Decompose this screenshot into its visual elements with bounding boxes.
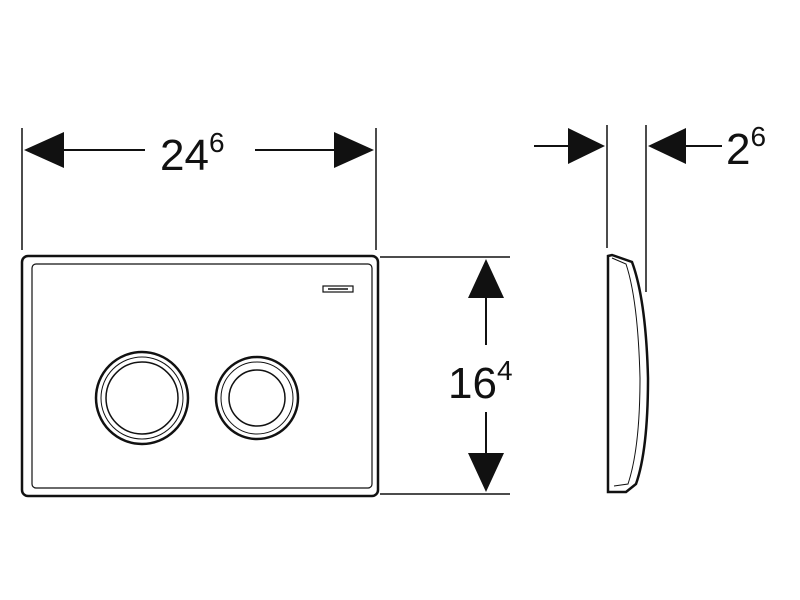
depth-dimension: 26 (534, 121, 766, 292)
depth-arrow-right (648, 128, 686, 164)
depth-value: 2 (726, 125, 750, 174)
height-superscript: 4 (497, 355, 513, 386)
plate-inner-outline (31, 263, 373, 489)
depth-superscript: 6 (750, 121, 766, 152)
width-arrow-right (334, 132, 374, 168)
side-profile-outline (606, 253, 650, 494)
flush-plate-side-view (606, 253, 650, 494)
large-button-inner (105, 361, 179, 435)
side-profile-inner (611, 257, 641, 487)
depth-label: 26 (726, 121, 766, 174)
large-button-mid-ring (100, 356, 184, 440)
width-label: 246 (160, 127, 225, 180)
height-arrow-bottom (468, 453, 504, 492)
depth-arrow-left (568, 128, 605, 164)
width-value: 24 (160, 131, 209, 180)
small-button-inner (228, 369, 286, 427)
flush-plate-front-view (20, 254, 380, 498)
width-arrow-left (24, 132, 64, 168)
height-dimension: 164 (380, 256, 513, 495)
large-flush-button (94, 350, 190, 446)
brand-logo-mark (322, 285, 354, 293)
height-value: 16 (448, 359, 497, 408)
small-button-mid-ring (220, 361, 294, 435)
width-superscript: 6 (209, 127, 225, 158)
width-dimension: 246 (21, 127, 377, 250)
small-button-outer-ring (214, 355, 300, 441)
plate-outer-outline (20, 254, 380, 498)
small-flush-button (214, 355, 300, 441)
height-arrow-top (468, 259, 504, 298)
height-label: 164 (448, 355, 513, 408)
large-button-outer-ring (94, 350, 190, 446)
